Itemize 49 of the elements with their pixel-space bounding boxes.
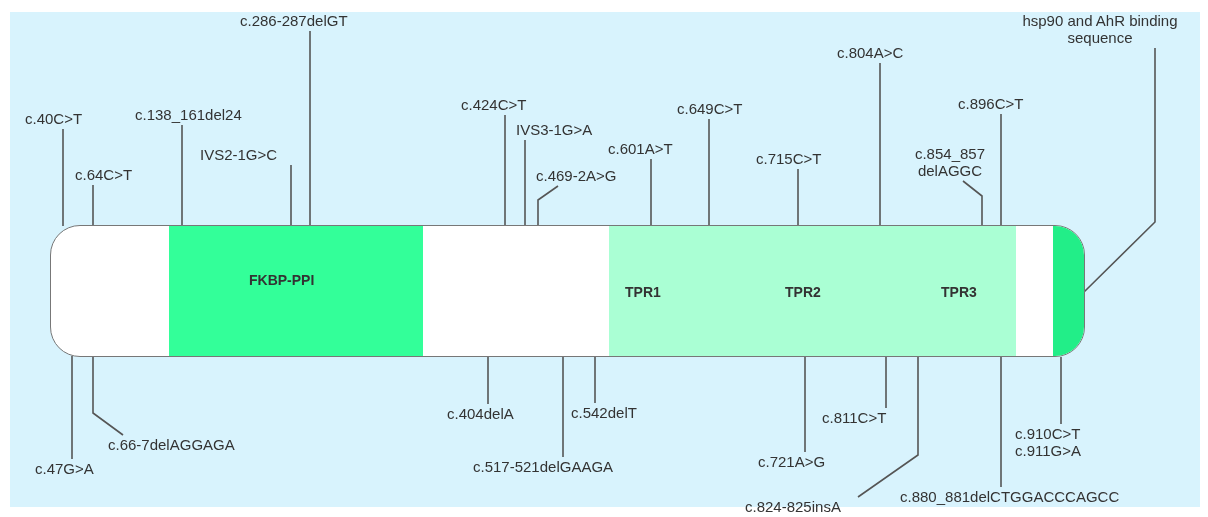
leader-line xyxy=(1000,356,1002,488)
mutation-label: c.911G>A xyxy=(1015,442,1081,459)
mutation-label: c.66-7delAGGAGA xyxy=(108,436,235,453)
mutation-label: c.47G>A xyxy=(35,460,94,477)
protein-bar xyxy=(50,225,1085,357)
leader-line xyxy=(62,128,64,227)
leader-line xyxy=(857,356,919,498)
mutation-label: c.824-825insA xyxy=(745,498,841,515)
mutation-label: IVS3-1G>A xyxy=(516,121,593,138)
leader-line xyxy=(594,355,596,404)
mutation-label: c.286-287delGT xyxy=(240,12,348,29)
mutation-label: c.649C>T xyxy=(677,100,743,117)
mutation-label: c.811C>T xyxy=(822,409,887,426)
binding-segment xyxy=(1053,226,1084,356)
mutation-label: c.721A>G xyxy=(758,453,826,470)
leader-line xyxy=(804,356,806,453)
leader-line xyxy=(537,185,559,227)
leader-line xyxy=(562,355,564,458)
domain-segment xyxy=(169,226,423,356)
leader-line xyxy=(487,355,489,405)
mutation-label: c.601A>T xyxy=(608,140,673,157)
domain-label: TPR2 xyxy=(785,284,821,300)
domain-label: FKBP-PPI xyxy=(249,272,315,288)
leader-line xyxy=(71,355,73,460)
mutation-label: IVS2-1G>C xyxy=(200,146,278,163)
mutation-label: c.138_161del24 xyxy=(135,106,242,123)
mutation-label: c.880_881delCTGGACCCAGCC xyxy=(900,488,1120,505)
mutation-label: c.854_857 delAGGC xyxy=(905,145,995,179)
domain-label: TPR1 xyxy=(625,284,661,300)
leader-line xyxy=(504,114,506,227)
mutation-label: c.542delT xyxy=(571,404,637,421)
mutation-label: c.404delA xyxy=(447,405,514,422)
mutation-label: c.804A>C xyxy=(837,44,904,61)
mutation-label: c.910C>T xyxy=(1015,425,1081,442)
domain-label: TPR3 xyxy=(941,284,977,300)
mutation-label: hsp90 and AhR binding sequence xyxy=(995,12,1205,46)
leader-line xyxy=(92,355,124,436)
leader-line xyxy=(1060,356,1062,425)
leader-line xyxy=(524,139,526,227)
mutation-label: c.64C>T xyxy=(75,166,133,183)
domain-segment xyxy=(609,226,1016,356)
leader-line xyxy=(885,356,887,409)
leader-line xyxy=(92,184,94,227)
mutation-label: c.424C>T xyxy=(461,96,527,113)
mutation-label: c.517-521delGAAGA xyxy=(473,458,614,475)
mutation-label: c.896C>T xyxy=(958,95,1024,112)
mutation-label: c.469-2A>G xyxy=(536,167,617,184)
mutation-label: c.715C>T xyxy=(756,150,822,167)
mutation-label: c.40C>T xyxy=(25,110,83,127)
